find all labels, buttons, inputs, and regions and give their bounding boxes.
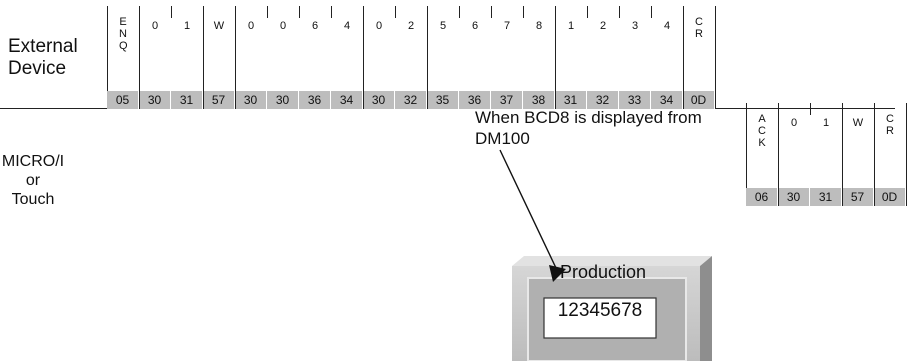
frame-char: CR xyxy=(695,16,703,40)
frame-char: 3 xyxy=(631,20,639,32)
pointer-arrowhead xyxy=(549,265,566,282)
external-device-label-line1: External xyxy=(8,36,78,57)
frame-char-tick xyxy=(523,6,524,18)
frame-group-divider xyxy=(363,6,364,109)
frame-hex: 36 xyxy=(459,91,491,109)
micro-touch-label: MICRO/I or Touch xyxy=(0,152,66,209)
frame-hex: 0D xyxy=(874,188,906,206)
frame-char: 0 xyxy=(151,20,159,32)
frame-hex: 33 xyxy=(619,91,651,109)
panel-top-edge xyxy=(512,256,712,266)
frame-char: 5 xyxy=(439,20,447,32)
frame-char-tick xyxy=(459,6,460,18)
frame-hex: 31 xyxy=(555,91,587,109)
response-frame: ACK 06 0 30 1 31 W 57 CR 0D xyxy=(746,103,907,206)
frame-left-border xyxy=(746,103,747,206)
frame-hex: 57 xyxy=(203,91,235,109)
panel-right-edge xyxy=(700,256,712,361)
frame-group-divider xyxy=(555,6,556,109)
frame-char-tick xyxy=(267,6,268,18)
frame-hex: 57 xyxy=(842,188,874,206)
frame-hex: 32 xyxy=(587,91,619,109)
frame-char-tick xyxy=(810,103,811,115)
production-value: 12345678 xyxy=(557,300,643,321)
frame-char-tick xyxy=(395,6,396,18)
frame-char: W xyxy=(213,20,225,32)
value-box xyxy=(543,297,657,339)
frame-char: 4 xyxy=(343,20,351,32)
frame-char: 1 xyxy=(183,20,191,32)
frame-char: ACK xyxy=(758,113,766,149)
frame-hex: 38 xyxy=(523,91,555,109)
frame-group-divider xyxy=(203,6,204,109)
frame-char-tick xyxy=(331,6,332,18)
frame-char: 0 xyxy=(375,20,383,32)
frame-hex: 30 xyxy=(139,91,171,109)
frame-char: ENQ xyxy=(119,16,128,52)
frame-group-divider xyxy=(778,103,779,206)
frame-char-tick xyxy=(491,6,492,18)
frame-char: 7 xyxy=(503,20,511,32)
frame-char-tick xyxy=(171,6,172,18)
frame-char: 1 xyxy=(822,117,830,129)
frame-char-tick xyxy=(619,6,620,18)
bcd-note-line2: DM100 xyxy=(475,129,530,148)
frame-group-divider xyxy=(139,6,140,109)
frame-hex: 35 xyxy=(427,91,459,109)
frame-hex: 05 xyxy=(107,91,139,109)
frame-hex: 30 xyxy=(235,91,267,109)
micro-label-line2: or xyxy=(25,172,41,189)
frame-char-tick xyxy=(587,6,588,18)
frame-hex: 34 xyxy=(331,91,363,109)
frame-hex: 31 xyxy=(171,91,203,109)
frame-char: W xyxy=(852,117,864,129)
bcd-note: When BCD8 is displayed from DM100 xyxy=(475,107,702,149)
pointer-line xyxy=(499,149,557,269)
frame-char: 0 xyxy=(790,117,798,129)
frame-char: 0 xyxy=(279,20,287,32)
frame-char: 2 xyxy=(407,20,415,32)
frame-group-divider xyxy=(427,6,428,109)
frame-hex: 0D xyxy=(683,91,715,109)
frame-char-tick xyxy=(299,6,300,18)
frame-char: 8 xyxy=(535,20,543,32)
micro-label-line1: MICRO/I xyxy=(1,153,65,170)
frame-char: 6 xyxy=(311,20,319,32)
production-label: Production xyxy=(560,262,647,282)
frame-hex: 32 xyxy=(395,91,427,109)
frame-char: CR xyxy=(886,113,894,137)
frame-hex: 34 xyxy=(651,91,683,109)
bcd-note-line1: When BCD8 is displayed from xyxy=(475,108,702,127)
external-device-label: External Device xyxy=(8,36,78,80)
frame-hex: 30 xyxy=(778,188,810,206)
frame-left-border xyxy=(107,6,108,109)
frame-char: 2 xyxy=(599,20,607,32)
frame-hex: 30 xyxy=(267,91,299,109)
frame-char: 0 xyxy=(247,20,255,32)
frame-group-divider xyxy=(715,6,716,109)
frame-char: 6 xyxy=(471,20,479,32)
frame-hex: 30 xyxy=(363,91,395,109)
frame-group-divider xyxy=(683,6,684,109)
frame-char: 4 xyxy=(663,20,671,32)
frame-group-divider xyxy=(842,103,843,206)
micro-label-line3: Touch xyxy=(11,191,55,208)
frame-char: 1 xyxy=(567,20,575,32)
frame-hex: 36 xyxy=(299,91,331,109)
frame-group-divider xyxy=(235,6,236,109)
frame-hex: 37 xyxy=(491,91,523,109)
touch-panel-illustration xyxy=(499,149,712,361)
frame-hex: 06 xyxy=(746,188,778,206)
frame-hex: 31 xyxy=(810,188,842,206)
frame-char-tick xyxy=(651,6,652,18)
external-device-label-line2: Device xyxy=(8,58,67,79)
frame-group-divider xyxy=(874,103,875,206)
